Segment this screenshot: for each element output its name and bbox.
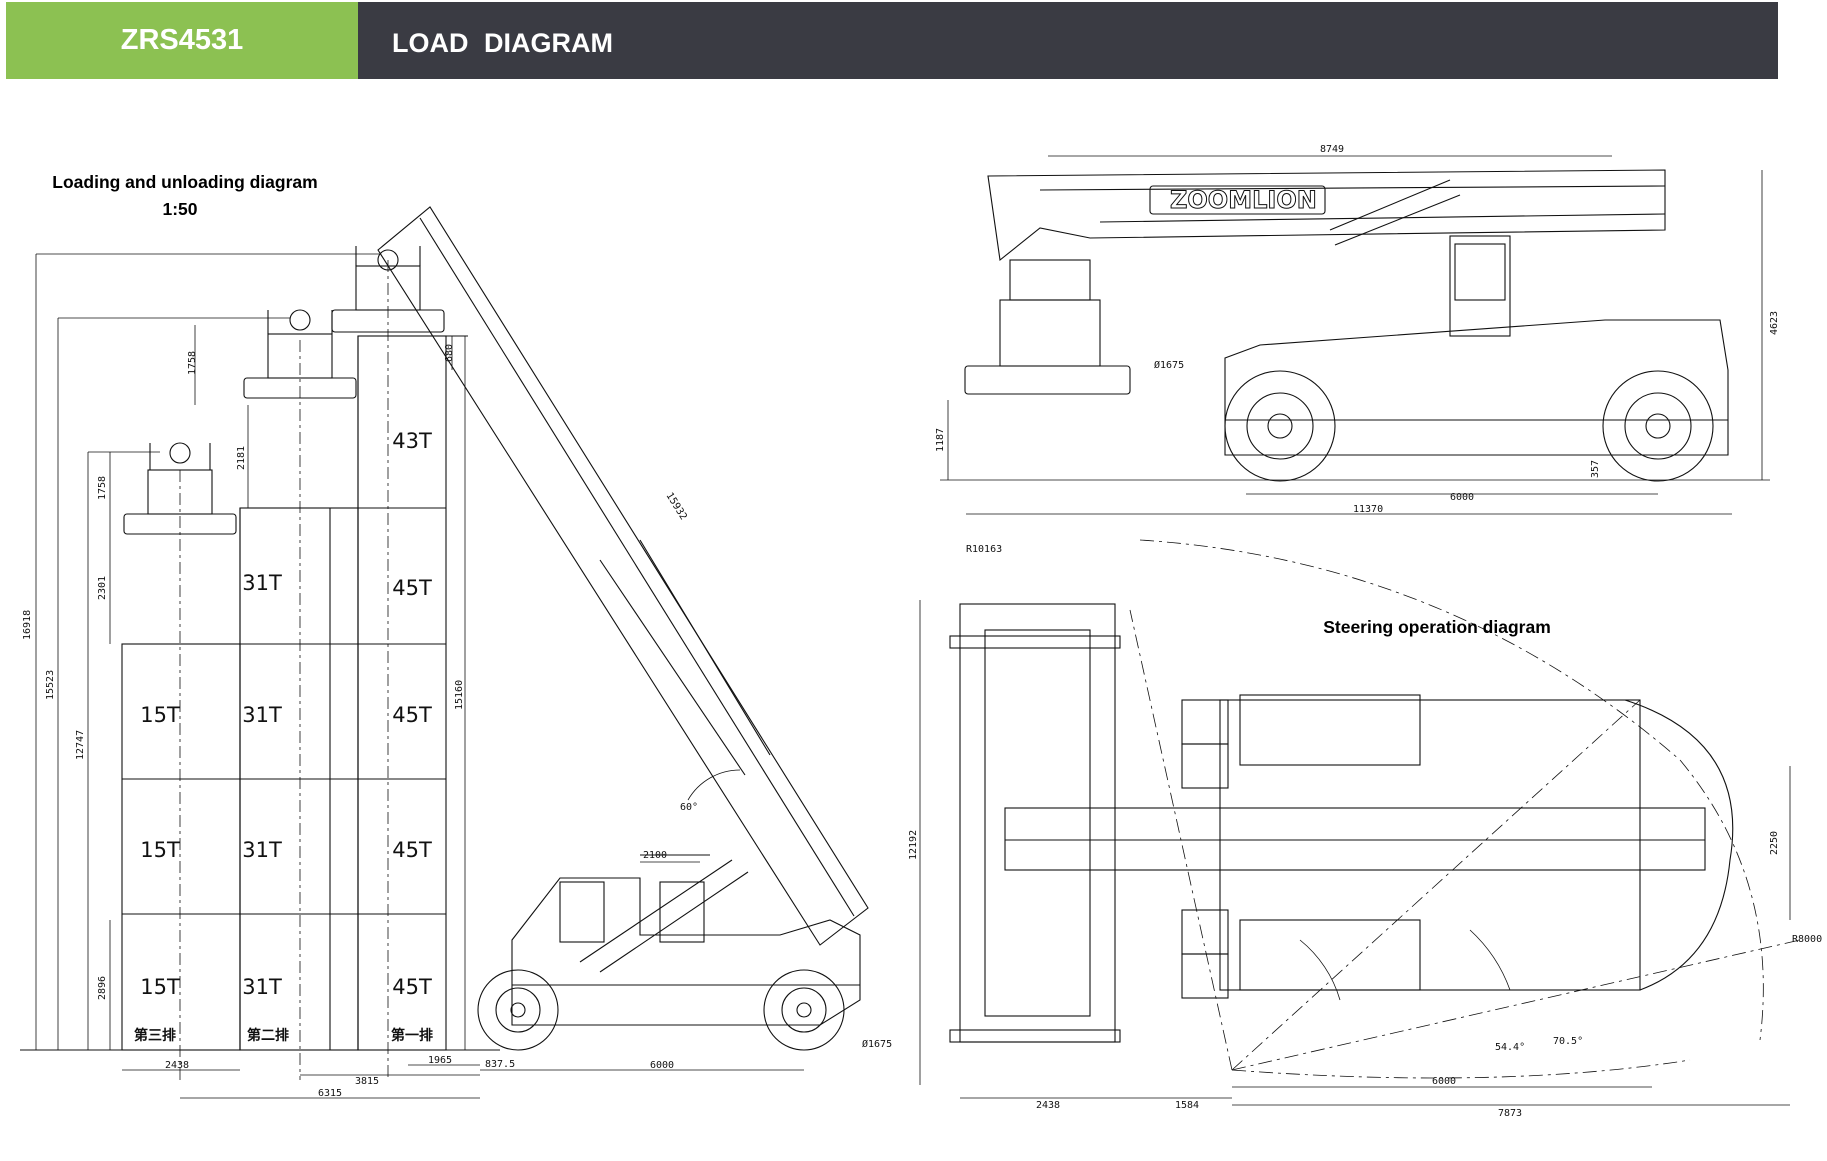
spreader-mid: [243, 309, 357, 399]
dim-height-15523: 15523: [45, 670, 56, 700]
load-r2-c3: 45T: [392, 576, 432, 600]
boom: [377, 206, 869, 973]
steer-angle-705: 70.5°: [1553, 1036, 1583, 1047]
dim-2181: 2181: [236, 446, 247, 470]
spreader-high: [331, 246, 445, 333]
steer-r8000: R8000: [1792, 934, 1822, 945]
load-r4-c3: 45T: [392, 838, 432, 862]
side-dim-357: 357: [1590, 460, 1601, 478]
row-label-1: 第一排: [391, 1027, 433, 1044]
side-dim-11370: 11370: [1353, 504, 1383, 515]
steer-dim-2250: 2250: [1769, 831, 1780, 855]
steer-r10163: R10163: [966, 544, 1002, 555]
truck-body-left: [477, 854, 861, 1051]
bottom-dim-8375: 837.5: [485, 1059, 515, 1070]
cab-dim: 2100: [643, 850, 667, 861]
dim-boom-15932: 15932: [663, 491, 688, 522]
load-r1-c3: 43T: [392, 429, 432, 453]
side-dim-1187: 1187: [935, 428, 946, 452]
side-wheel-dia: Ø1675: [1154, 359, 1184, 371]
load-r5-c1: 15T: [140, 975, 180, 999]
row-label-3: 第三排: [134, 1027, 176, 1044]
steer-dim-2438: 2438: [1036, 1100, 1060, 1111]
load-r3-c1: 15T: [140, 703, 180, 727]
steering-title: Steering operation diagram: [1323, 617, 1551, 637]
container-stack: [20, 335, 500, 1051]
spreader-low: [123, 442, 237, 535]
steer-dim-1584: 1584: [1175, 1100, 1199, 1111]
dim-15160: 15160: [454, 680, 465, 710]
bottom-dim-3815: 3815: [355, 1076, 379, 1087]
steer-dim-6000: 6000: [1432, 1076, 1456, 1087]
model-name: ZRS4531: [120, 24, 244, 56]
side-dim-6000: 6000: [1450, 492, 1474, 503]
side-dim-8749: 8749: [1320, 144, 1344, 155]
side-view: [940, 155, 1770, 515]
dim-height-16918: 16918: [22, 610, 33, 640]
steer-dim-12192: 12192: [908, 830, 919, 860]
load-r5-c2: 31T: [242, 975, 282, 999]
dim-680: 680: [444, 344, 455, 362]
loading-diagram: [20, 206, 869, 1099]
steer-dim-7873: 7873: [1498, 1108, 1522, 1119]
bottom-dim-6315: 6315: [318, 1088, 342, 1099]
load-r4-c1: 15T: [140, 838, 180, 862]
side-dim-4623: 4623: [1769, 311, 1780, 335]
steering-diagram: [919, 539, 1801, 1106]
dim-2896: 2896: [97, 976, 108, 1000]
load-r3-c2: 31T: [242, 703, 282, 727]
diagram-title: LOAD DIAGRAM: [392, 28, 613, 58]
dim-1758-low: 1758: [97, 476, 108, 500]
brand-logo: ZOOMLION: [1170, 186, 1317, 214]
dim-2301: 2301: [97, 576, 108, 600]
loading-title: Loading and unloading diagram: [52, 172, 317, 192]
load-r4-c2: 31T: [242, 838, 282, 862]
steer-angle-544: 54.4°: [1495, 1042, 1525, 1053]
boom-angle: 60°: [680, 802, 698, 813]
bottom-dim-1965: 1965: [428, 1055, 452, 1066]
wheel-dia-left: Ø1675: [862, 1038, 892, 1050]
load-r2-c2: 31T: [242, 571, 282, 595]
dim-1758-top: 1758: [187, 351, 198, 375]
load-r3-c3: 45T: [392, 703, 432, 727]
row-label-2: 第二排: [247, 1027, 289, 1044]
bottom-dim-6000: 6000: [650, 1060, 674, 1071]
load-r5-c3: 45T: [392, 975, 432, 999]
dim-height-12747: 12747: [75, 730, 86, 760]
model-block: [6, 2, 358, 79]
bottom-dim-2438: 2438: [165, 1060, 189, 1071]
loading-scale: 1:50: [162, 199, 197, 219]
